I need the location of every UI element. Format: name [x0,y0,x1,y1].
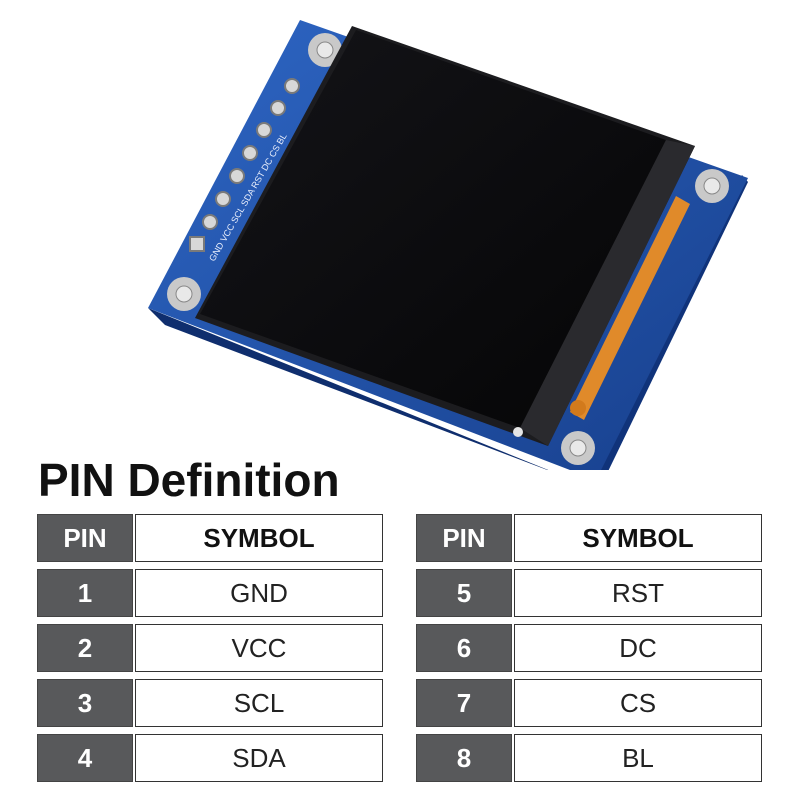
table-row: 1 GND [37,569,383,617]
header-symbol: SYMBOL [135,514,383,562]
table-row: 6 DC [416,624,762,672]
pin-number: 8 [416,734,512,782]
pin-number: 1 [37,569,133,617]
pin-table-right: PIN SYMBOL 5 RST 6 DC 7 CS 8 BL [416,514,762,782]
pin-symbol: VCC [135,624,383,672]
pin-number: 7 [416,679,512,727]
pcb-edge [148,308,549,470]
header-pin: PIN [416,514,512,562]
pin-number: 2 [37,624,133,672]
pin-number: 5 [416,569,512,617]
pin-symbol: SCL [135,679,383,727]
table-header-row: PIN SYMBOL [416,514,762,562]
mount-hole-icon [561,431,595,465]
mount-hole-icon [167,277,201,311]
mount-hole-icon [695,169,729,203]
pin-symbol: GND [135,569,383,617]
table-row: 2 VCC [37,624,383,672]
pin-number: 6 [416,624,512,672]
header-pins [189,78,300,252]
header-pin: PIN [37,514,133,562]
page-title: PIN Definition [38,454,340,506]
table-row: 4 SDA [37,734,383,782]
pin-number: 4 [37,734,133,782]
table-header-row: PIN SYMBOL [37,514,383,562]
flex-cable [570,196,690,420]
mount-hole-icon [308,33,342,67]
lcd-module-illustration: GND VCC SCL SDA RST DC CS BL [148,20,748,470]
pin-symbol: CS [514,679,762,727]
table-row: 8 BL [416,734,762,782]
table-row: 3 SCL [37,679,383,727]
pin-number: 3 [37,679,133,727]
lcd-screen [200,30,666,428]
screen-bezel [520,140,695,446]
pin-symbol: RST [514,569,762,617]
pin-symbol: DC [514,624,762,672]
table-row: 7 CS [416,679,762,727]
pin-table-left: PIN SYMBOL 1 GND 2 VCC 3 SCL 4 SDA [37,514,383,782]
pin-symbol: BL [514,734,762,782]
flex-solder-icon [570,400,586,416]
screen-pin-icon [513,427,523,437]
header-symbol: SYMBOL [514,514,762,562]
table-row: 5 RST [416,569,762,617]
pin-symbol: SDA [135,734,383,782]
